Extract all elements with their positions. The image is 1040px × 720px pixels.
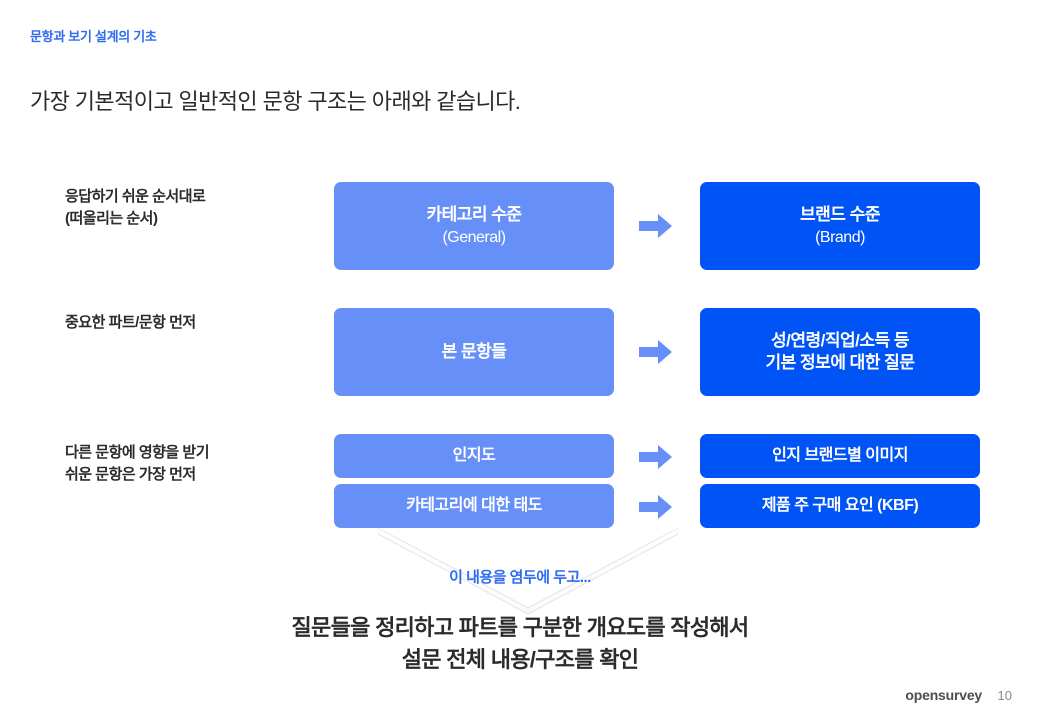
arrow-right-icon-row2 xyxy=(638,337,674,367)
row-label-1: 응답하기 쉬운 순서대로 (떠올리는 순서) xyxy=(65,188,206,227)
diagram-row-2: 중요한 파트/문항 먼저 본 문항들 성/연령/직업/소득 등 기본 정보에 대… xyxy=(0,300,1040,430)
row-label-2: 중요한 파트/문항 먼저 xyxy=(65,314,196,331)
footer-brand-logo: opensurvey xyxy=(905,687,982,703)
box-row2-right: 성/연령/직업/소득 등 기본 정보에 대한 질문 xyxy=(700,308,980,396)
question-structure-diagram: 응답하기 쉬운 순서대로 (떠올리는 순서) 카테고리 수준 (General)… xyxy=(0,170,1040,550)
section-eyebrow-title: 문항과 보기 설계의 기초 xyxy=(30,29,157,44)
page-lead-sentence: 가장 기본적이고 일반적인 문항 구조는 아래와 같습니다. xyxy=(30,89,521,114)
box-row1-right-en: (Brand) xyxy=(815,228,865,246)
conclusion-text: 질문들을 정리하고 파트를 구분한 개요도를 작성해서 설문 전체 내용/구조를… xyxy=(291,615,750,672)
box-row1-right-ko: 브랜드 수준 xyxy=(800,204,880,224)
box-row3a-left-ko: 인지도 xyxy=(452,446,496,464)
row-label-3: 다른 문항에 영향을 받기 쉬운 문항은 가장 먼저 xyxy=(65,444,210,483)
box-row3b-right-ko: 제품 주 구매 요인 (KBF) xyxy=(761,496,919,514)
box-row3b-left: 카테고리에 대한 태도 xyxy=(334,484,614,528)
memo-note-text: 이 내용을 염두에 두고... xyxy=(449,569,591,586)
diagram-row-3: 다른 문항에 영향을 받기 쉬운 문항은 가장 먼저 인지도 인지 브랜드별 이… xyxy=(0,430,1040,550)
box-row1-left-ko: 카테고리 수준 xyxy=(426,204,522,224)
box-row2-right-ko: 성/연령/직업/소득 등 기본 정보에 대한 질문 xyxy=(765,330,915,372)
box-row1-left-en: (General) xyxy=(442,228,506,246)
arrow-right-icon-row3b xyxy=(638,492,674,522)
box-row2-left-ko: 본 문항들 xyxy=(441,341,507,361)
arrow-right-icon-row3a xyxy=(638,442,674,472)
box-row3b-right: 제품 주 구매 요인 (KBF) xyxy=(700,484,980,528)
box-row2-left: 본 문항들 xyxy=(334,308,614,396)
diagram-row-1: 응답하기 쉬운 순서대로 (떠올리는 순서) 카테고리 수준 (General)… xyxy=(0,170,1040,300)
box-row3a-left: 인지도 xyxy=(334,434,614,478)
box-row1-right: 브랜드 수준 (Brand) xyxy=(700,182,980,270)
box-row1-left: 카테고리 수준 (General) xyxy=(334,182,614,270)
arrow-right-icon-row1 xyxy=(638,211,674,241)
footer-page-number: 10 xyxy=(997,688,1012,703)
box-row3b-left-ko: 카테고리에 대한 태도 xyxy=(406,496,542,514)
box-row3a-right-ko: 인지 브랜드별 이미지 xyxy=(772,446,908,464)
box-row3a-right: 인지 브랜드별 이미지 xyxy=(700,434,980,478)
